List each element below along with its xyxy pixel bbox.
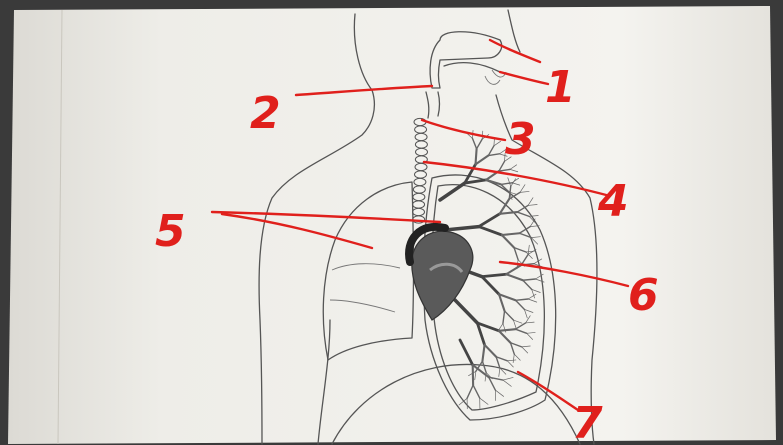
trachea-ring: [414, 178, 426, 185]
trachea-ring: [413, 208, 425, 215]
trachea-ring: [415, 126, 427, 133]
label-7: 7: [572, 398, 603, 445]
trachea-ring: [415, 148, 427, 155]
trachea-ring: [413, 201, 425, 208]
label-5: 5: [155, 206, 186, 257]
paper-sheet: [8, 6, 776, 444]
label-6: 6: [628, 270, 659, 321]
trachea-ring: [415, 163, 427, 170]
label-3: 3: [505, 114, 536, 165]
label-1: 1: [545, 62, 576, 113]
label-2: 2: [250, 88, 281, 139]
trachea-ring: [413, 193, 425, 200]
trachea-ring: [415, 141, 427, 148]
label-4: 4: [597, 176, 629, 227]
bronchus-branch: [476, 149, 477, 165]
trachea-ring: [413, 186, 425, 193]
trachea-ring: [415, 171, 427, 178]
trachea-ring: [415, 133, 427, 140]
